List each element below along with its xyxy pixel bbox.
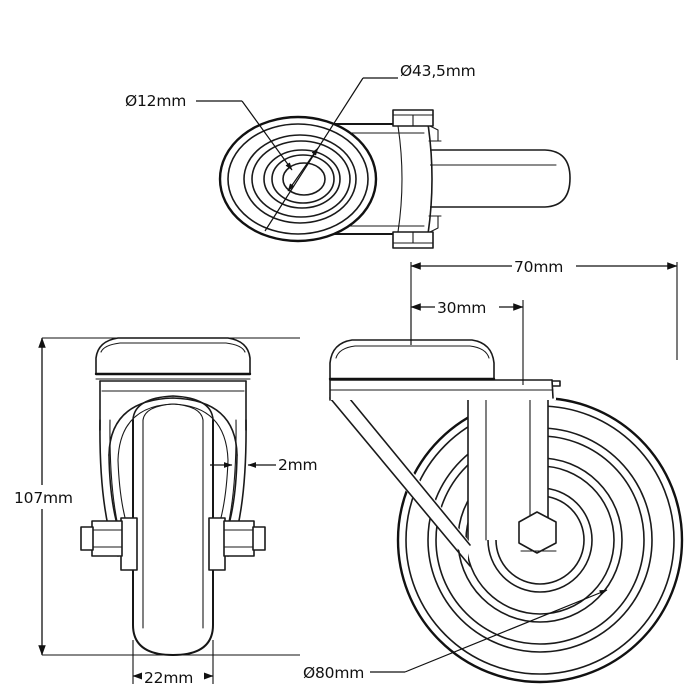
width22-label: 22mm [144, 669, 193, 687]
side-view: 70mm 30mm Ø80mm [303, 254, 684, 684]
top-view-bolt-lower [392, 231, 434, 249]
front-view-axle-blocks [120, 517, 226, 571]
length70-label: 70mm [514, 258, 563, 276]
dia435-label: Ø43,5mm [400, 62, 476, 80]
dimension-height107: 107mm [12, 337, 300, 656]
height107-label: 107mm [14, 489, 73, 507]
top-view: Ø12mm Ø43,5mm [125, 62, 571, 249]
dimension-width22: 22mm [132, 640, 214, 688]
top-view-stem [397, 149, 571, 208]
dimension-thickness2: 2mm [210, 456, 318, 474]
front-view-nut-left [80, 520, 123, 557]
dimension-offset30: 30mm [410, 295, 524, 385]
side-view-top-plate [328, 339, 496, 381]
offset30-label: 30mm [437, 299, 486, 317]
side-view-fork [328, 379, 561, 567]
dimension-dia80: Ø80mm [303, 589, 608, 682]
top-view-bolt-upper [392, 109, 434, 127]
front-view: 107mm 22mm 2mm [12, 337, 318, 688]
thickness2-label: 2mm [278, 456, 317, 474]
dimension-dia12: Ø12mm [125, 92, 293, 171]
dimension-dia435: Ø43,5mm [264, 62, 476, 232]
side-view-hub-nut [518, 511, 557, 554]
front-view-top-plate [94, 337, 252, 380]
dia80-label: Ø80mm [303, 664, 364, 682]
dimension-length70: 70mm [410, 254, 678, 360]
dia12-label: Ø12mm [125, 92, 186, 110]
front-view-nut-right [223, 520, 266, 557]
front-view-wheel [132, 395, 214, 656]
